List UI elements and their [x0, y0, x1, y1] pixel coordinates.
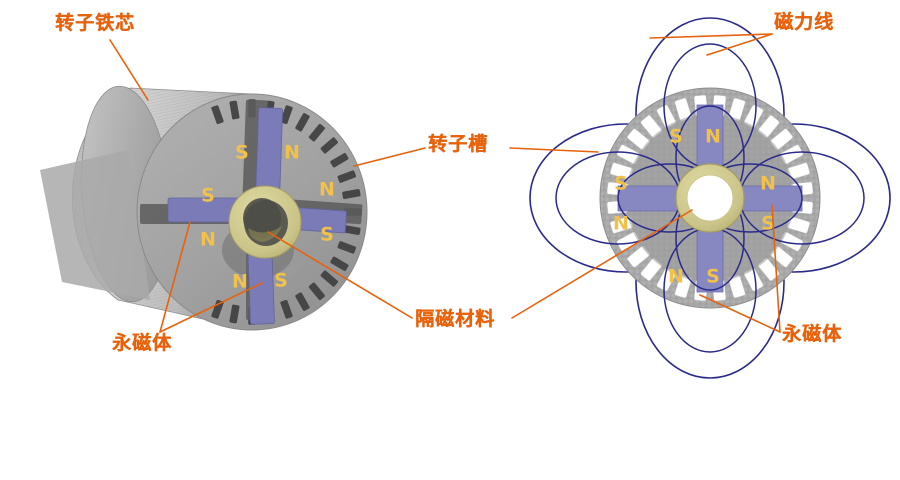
rotor-slot — [280, 105, 293, 125]
label-magnet-left: 永磁体 — [112, 332, 173, 354]
label-flux-barrier: 隔磁材料 — [415, 308, 496, 330]
leader-line — [159, 282, 263, 333]
pole-letter: N — [232, 271, 248, 293]
leader-line — [109, 39, 149, 101]
leader-line — [699, 294, 781, 333]
rotor-slot — [330, 152, 349, 168]
leader-line — [706, 33, 773, 56]
pole-letter: S — [761, 213, 775, 235]
rotor-slot — [342, 188, 361, 200]
pole-letter: N — [668, 266, 684, 288]
rotor-slot — [337, 170, 357, 183]
leader-line — [511, 209, 693, 319]
rotor-slot — [211, 105, 224, 125]
rotor-slot — [337, 241, 357, 254]
rotor-slot — [342, 224, 361, 236]
rotor-slot — [308, 282, 325, 301]
shaft-hub-right — [675, 163, 745, 233]
pole-letter: S — [274, 270, 288, 292]
pole-letter: N — [284, 142, 300, 164]
rotor-slot — [320, 270, 338, 287]
pole-letter: S — [235, 142, 249, 164]
leader-line — [353, 147, 426, 167]
pole-letter: N — [705, 126, 721, 148]
pole-letter: N — [200, 229, 216, 251]
pole-letter: S — [320, 224, 334, 246]
leader-line-group — [109, 33, 781, 333]
rotor-slot — [211, 299, 224, 319]
shaft-hub — [228, 185, 302, 259]
label-rotor-slot: 转子槽 — [428, 133, 489, 155]
leader-line — [159, 221, 191, 333]
rotor-slot — [295, 292, 310, 311]
rotor-slot — [229, 100, 240, 120]
rotor-slot — [229, 304, 240, 324]
label-rotor-core: 转子铁芯 — [55, 12, 136, 34]
pole-letter: N — [319, 179, 335, 201]
leader-line — [649, 33, 773, 39]
rotor-slot — [320, 137, 338, 154]
pole-letter: N — [613, 213, 629, 235]
leader-line — [771, 204, 781, 333]
label-flux-lines: 磁力线 — [774, 11, 835, 33]
rotor-slot — [280, 299, 293, 319]
pole-letter: S — [614, 173, 628, 195]
rotor-body-cylinder — [40, 85, 253, 331]
pole-letter: S — [706, 266, 720, 288]
pole-letter: S — [201, 185, 215, 207]
rotor-slot — [330, 256, 349, 272]
rotor-slot — [308, 123, 325, 142]
rotor-slot — [295, 113, 310, 132]
pole-letter: N — [760, 173, 776, 195]
label-magnet-right: 永磁体 — [782, 323, 843, 345]
leader-line — [267, 231, 413, 319]
pole-letter: S — [669, 126, 683, 148]
leader-line — [509, 147, 599, 153]
rotor-front-face — [136, 93, 368, 331]
